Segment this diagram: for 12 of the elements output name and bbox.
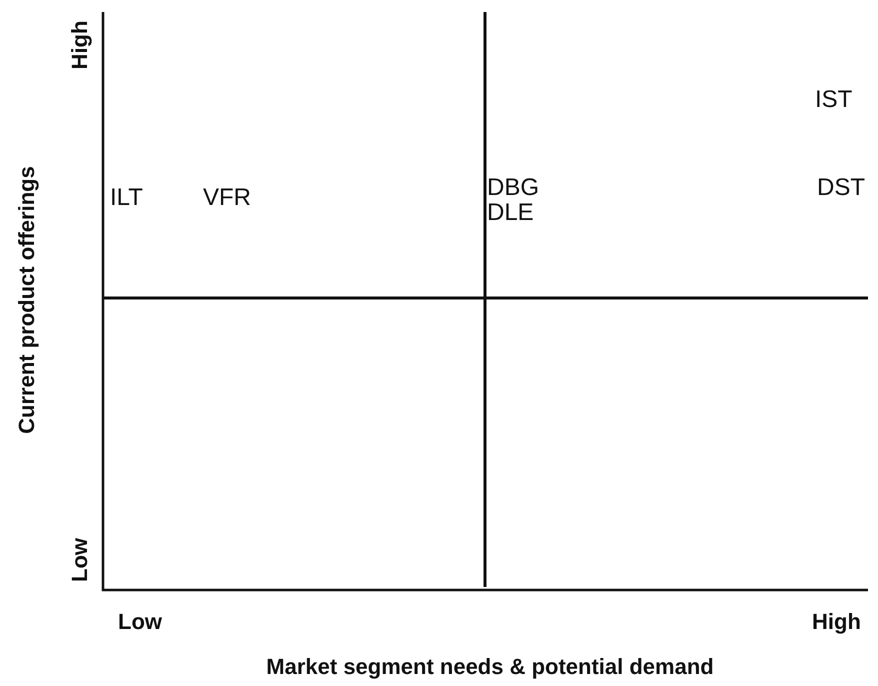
point-label: VFR bbox=[203, 186, 251, 210]
axis-tick-label: Low bbox=[69, 538, 91, 582]
axis-tick-label: High bbox=[812, 611, 861, 633]
axis-title: Market segment needs & potential demand bbox=[266, 656, 714, 678]
point-label: DBG bbox=[487, 176, 540, 200]
point-label: ILT bbox=[110, 186, 143, 210]
point-label: DST bbox=[817, 176, 865, 200]
point-label: IST bbox=[815, 88, 852, 112]
axis-tick-label: Low bbox=[118, 611, 162, 633]
axis-tick-label: High bbox=[69, 20, 91, 70]
point-label: DLE bbox=[487, 201, 534, 225]
axis-title: Current product offerings bbox=[16, 166, 38, 434]
